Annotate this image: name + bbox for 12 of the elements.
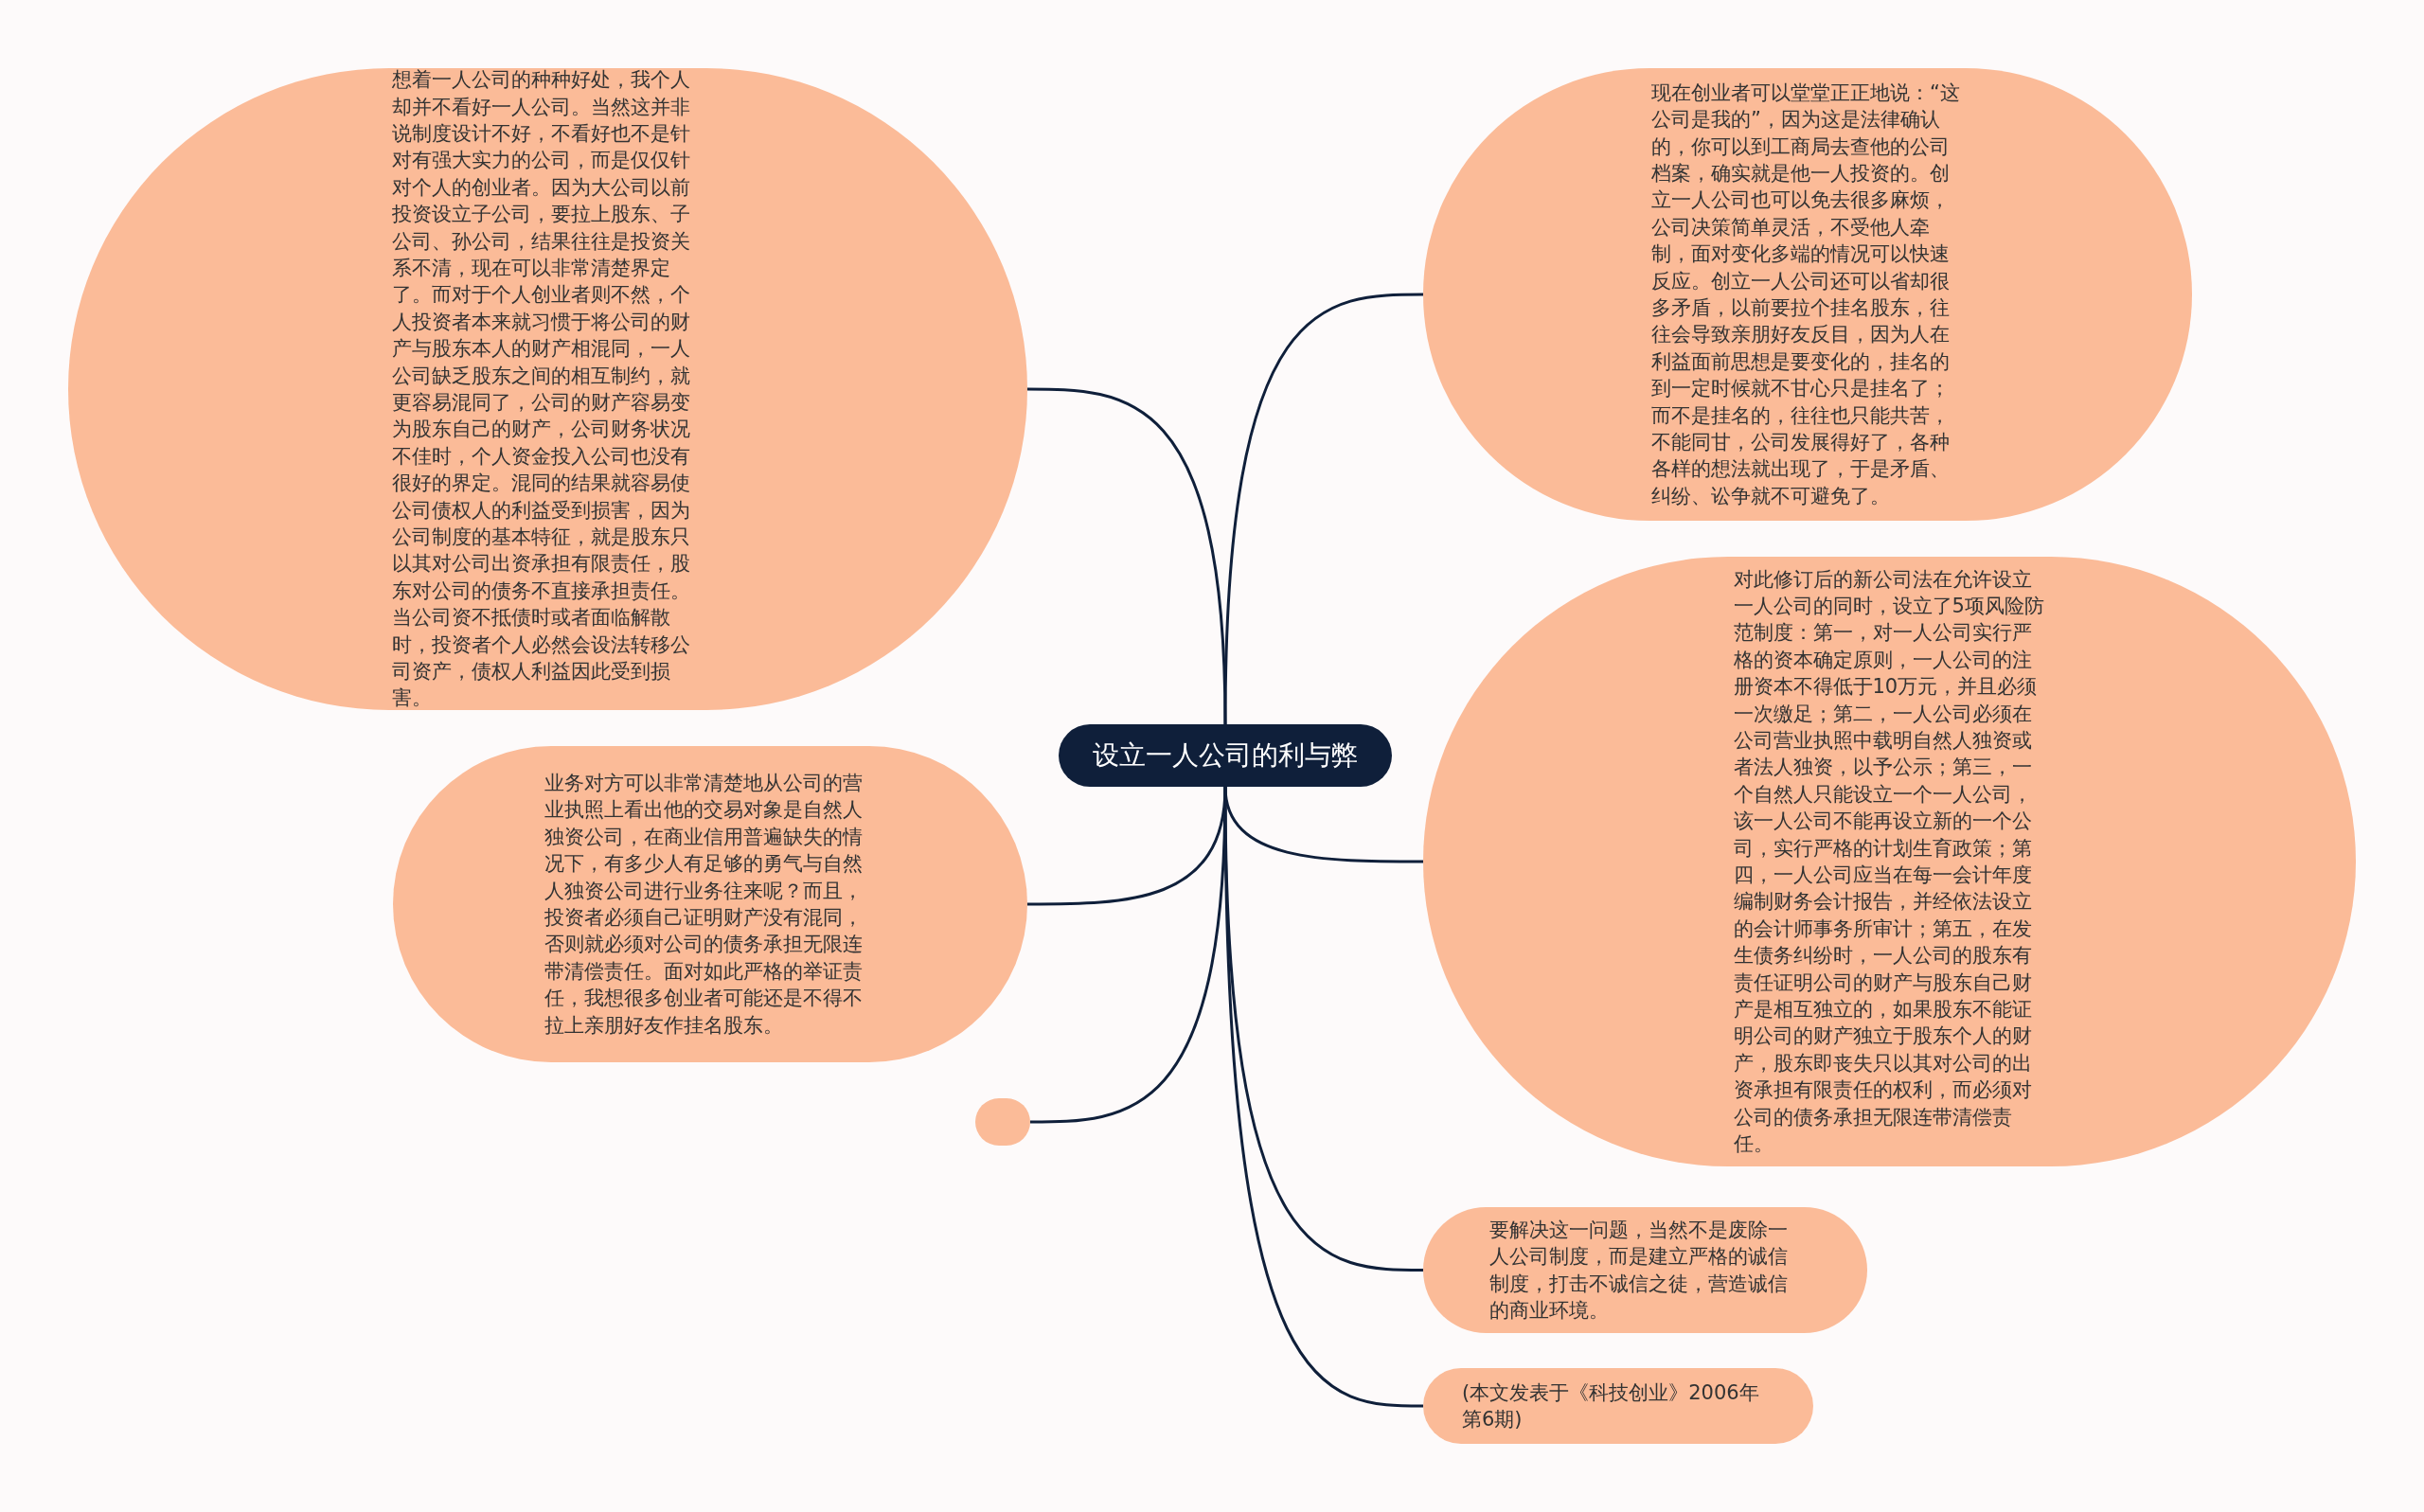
connector-line (1030, 786, 1227, 1124)
topic-text: 业务对方可以非常清楚地从公司的营业执照上看出他的交易对象是自然人独资公司，在商业信用普遍缺失的情况下，有多少人有足够的勇气与自然人独资公司进行业务往来呢？而且，投资者必须自己证明财产没有混同，否则就必须对公司的债务承担无限连带清偿责任。面对如此严格的举证责任，我想很多创业者可能还是不得不拉上亲朋好友作挂名股东。 (544, 770, 864, 1039)
topic-text: 对此修订后的新公司法在允许设立一人公司的同时，设立了5项风险防范制度：第一，对一人公司实行严格的资本确定原则，一人公司的注册资本不得低于10万元，并且必须一次缴足；第二，一人公司必须在公司营业执照中载明自然人独资或者法人独资，以予公示；第三，一个自然人只能设立一个一人公司，该一人公司不能再设立新的一个公司，实行严格的计划生育政策；第四，一人公司应当在每一会计年度编制财务会计报告，并经依法设立的会计师事务所审计；第五，在发生债务纠纷时，一人公司的股东有责任证明公司的财产与股东自己财产是相互独立的，如果股东不能证明公司的财产独立于股东个人的财产，股东即丧失只以其对公司的出资承担有限责任的权利，而必须对公司的债务承担无限连带清偿责任。 (1733, 566, 2045, 1158)
connector-line (1223, 293, 1423, 725)
connector-line (1223, 786, 1424, 1408)
connector-line (1027, 387, 1227, 725)
central-topic-text: 设立一人公司的利与弊 (1093, 738, 1358, 773)
topic-text: 要解决这一问题，当然不是废除一人公司制度，而是建立严格的诚信制度，打击不诚信之徒，营造诚信的商业环境。 (1488, 1217, 1789, 1324)
topic-text: 想着一人公司的种种好处，我个人却并不看好一人公司。当然这并非说制度设计不好，不看好也不是针对有强大实力的公司，而是仅仅针对个人的创业者。因为大公司以前投资设立子公司，要拉上股东、子公司、孙公司，结果往往是投资关系不清，现在可以非常清楚界定了。而对于个人创业者则不然，个人投资者本来就习惯于将公司的财产与股东本人的财产相混同，一人公司缺乏股东之间的相互制约，就更容易混同了，公司的财产容易变为股东自己的财产，公司财务状况不佳时，个人资金投入公司也没有很好的界定。混同的结果就容易使公司债权人的利益受到损害，因为公司制度的基本特征，就是股东只以其对公司出资承担有限责任，股东对公司的债务不直接承担责任。当公司资不抵债时或者面临解散时，投资者个人必然会设法转移公司资产，债权人利益因此受到损害。 (391, 67, 691, 712)
empty-topic-bubble (975, 1098, 1030, 1146)
topic-text: (本文发表于《科技创业》2006年第6期) (1462, 1379, 1760, 1432)
topic-text: 现在创业者可以堂堂正正地说：“这公司是我的”，因为这是法律确认的，你可以到工商局去查他的公司档案，确实就是他一人投资的。创立一人公司也可以免去很多麻烦，公司决策简单灵活，不受他人牵制，面对变化多端的情况可以快速反应。创立一人公司还可以省却很多矛盾，以前要拉个挂名股东，往往会导致亲朋好友反目，因为人在利益面前思想是要变化的，挂名的到一定时候就不甘心只是挂名了；而不是挂名的，往往也只能共苦，不能同甘，公司发展得好了，各种各样的想法就出现了，于是矛盾、纠纷、讼争就不可避免了。 (1651, 80, 1961, 509)
